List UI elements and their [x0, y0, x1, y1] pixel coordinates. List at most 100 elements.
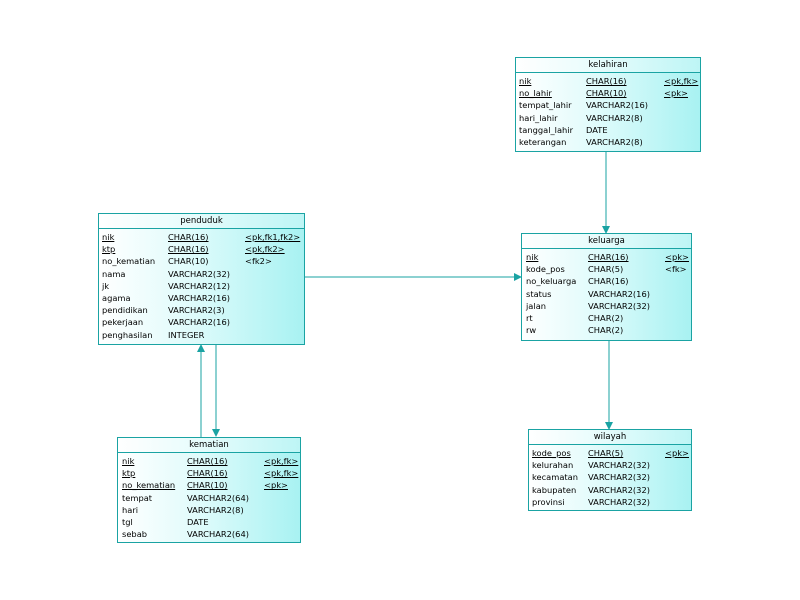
attribute-name: rw	[526, 325, 537, 336]
attribute-type: VARCHAR2(32)	[588, 484, 650, 495]
attribute-type: CHAR(16)	[187, 468, 228, 479]
attribute-name: ktp	[102, 244, 116, 255]
attribute-type: INTEGER	[168, 329, 205, 340]
attribute-type: CHAR(5)	[588, 448, 624, 458]
attribute-name: agama	[102, 292, 131, 303]
attribute-type: DATE	[187, 516, 209, 527]
attribute-type: CHAR(10)	[168, 256, 209, 267]
attribute-type: VARCHAR2(3)	[168, 305, 225, 316]
attribute-name: nik	[102, 232, 115, 242]
attribute-row: tgl DATE	[118, 516, 300, 528]
attribute-type: VARCHAR2(32)	[588, 472, 650, 483]
attribute-type: VARCHAR2(64)	[187, 492, 249, 503]
attribute-name: jk	[102, 280, 110, 291]
attribute-type: VARCHAR2(8)	[187, 504, 244, 515]
attribute-name: hari_lahir	[519, 112, 558, 123]
attribute-name: nik	[122, 456, 135, 466]
attribute-row: ktp CHAR(16) <pk,fk2>	[99, 243, 304, 255]
attribute-row: nama VARCHAR2(32)	[99, 268, 304, 280]
entity-title: wilayah	[529, 430, 691, 445]
attribute-name: kelurahan	[532, 460, 574, 471]
attribute-row: jk VARCHAR2(12)	[99, 280, 304, 292]
attribute-type: VARCHAR2(32)	[588, 300, 650, 311]
attribute-name: tgl	[122, 516, 133, 527]
attribute-row: keterangan VARCHAR2(8)	[516, 136, 700, 148]
attribute-type: VARCHAR2(8)	[586, 136, 643, 147]
attribute-type: CHAR(16)	[588, 276, 629, 287]
entity-title: kelahiran	[516, 58, 700, 73]
attribute-name: kabupaten	[532, 484, 577, 495]
entity-title: penduduk	[99, 214, 304, 229]
attribute-name: penghasilan	[102, 329, 153, 340]
attribute-key: <pk>	[665, 448, 689, 458]
attribute-name: status	[526, 288, 552, 299]
attribute-name: pekerjaan	[102, 317, 144, 328]
attribute-name: kecamatan	[532, 472, 579, 483]
attribute-key: <pk,fk>	[264, 456, 299, 466]
entity-title: kematian	[118, 438, 300, 453]
attribute-type: CHAR(10)	[187, 480, 228, 491]
attribute-type: CHAR(16)	[588, 252, 629, 262]
attribute-row: kode_pos CHAR(5) <pk>	[529, 447, 691, 459]
attribute-name: no_lahir	[519, 88, 552, 99]
attribute-name: jalan	[526, 300, 547, 311]
attribute-name: tempat_lahir	[519, 100, 572, 111]
attribute-type: CHAR(16)	[586, 76, 627, 86]
attribute-type: CHAR(16)	[168, 244, 209, 255]
attribute-row: sebab VARCHAR2(64)	[118, 528, 300, 540]
attribute-key: <fk2>	[245, 256, 272, 267]
attribute-key: <pk,fk>	[664, 76, 699, 86]
entity-title: keluarga	[522, 234, 691, 249]
attribute-type: VARCHAR2(32)	[168, 268, 230, 279]
attribute-name: nama	[102, 268, 126, 279]
attribute-row: tempat_lahir VARCHAR2(16)	[516, 99, 700, 111]
attribute-type: VARCHAR2(16)	[588, 288, 650, 299]
attribute-type: VARCHAR2(12)	[168, 280, 230, 291]
attribute-type: VARCHAR2(32)	[588, 496, 650, 507]
attribute-name: nik	[526, 252, 539, 262]
attribute-name: tempat	[122, 492, 153, 503]
attribute-key: <pk,fk1,fk2>	[245, 232, 301, 242]
attribute-name: sebab	[122, 529, 148, 540]
attribute-type: VARCHAR2(32)	[588, 460, 650, 471]
attribute-key: <pk,fk2>	[245, 244, 285, 255]
attribute-type: CHAR(10)	[586, 88, 627, 99]
attribute-name: kode_pos	[532, 448, 571, 458]
attribute-key: <pk,fk>	[264, 468, 299, 479]
attribute-name: keterangan	[519, 136, 567, 147]
attribute-type: VARCHAR2(64)	[187, 529, 249, 540]
attribute-name: tanggal_lahir	[519, 124, 574, 135]
attribute-row: kabupaten VARCHAR2(32)	[529, 484, 691, 496]
attribute-row: nik CHAR(16) <pk>	[522, 251, 691, 263]
attribute-type: VARCHAR2(16)	[168, 292, 230, 303]
attribute-type: CHAR(2)	[588, 312, 624, 323]
attribute-key: <pk>	[665, 252, 689, 262]
attribute-type: VARCHAR2(16)	[586, 100, 648, 111]
attribute-type: CHAR(5)	[588, 264, 624, 275]
attribute-row: tempat VARCHAR2(64)	[118, 492, 300, 504]
